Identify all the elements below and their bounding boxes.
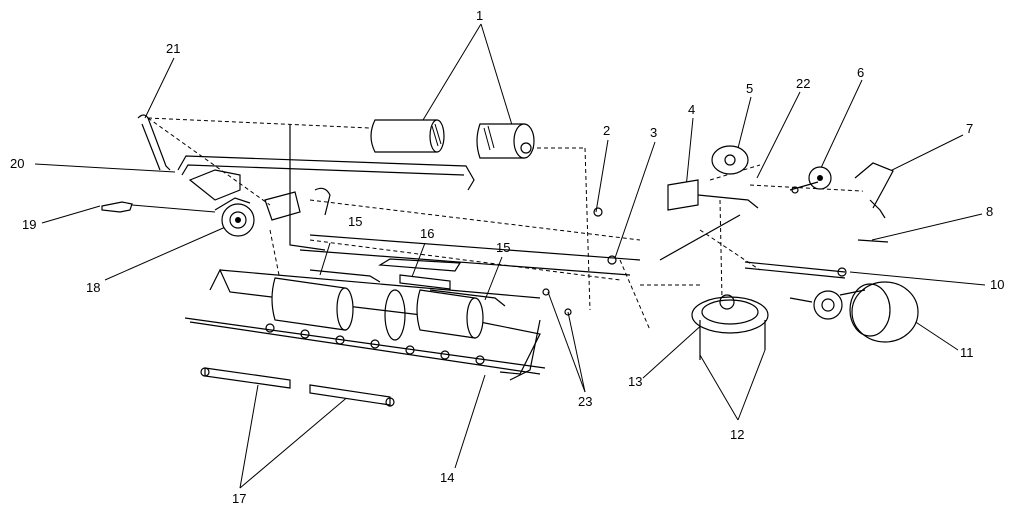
callout-4: 4 (688, 102, 695, 117)
shaft-part-10 (744, 261, 847, 279)
callout-10: 10 (990, 277, 1004, 292)
callout-16: 16 (420, 226, 434, 241)
rod-part-17-left (200, 367, 291, 389)
pulley-part-13 (691, 294, 769, 360)
callout-7: 7 (966, 121, 973, 136)
callout-17: 17 (232, 491, 246, 506)
callout-2: 2 (603, 123, 610, 138)
motor-part-11 (789, 281, 919, 343)
callout-5: 5 (746, 81, 753, 96)
callout-6: 6 (857, 65, 864, 80)
callout-12: 12 (730, 427, 744, 442)
callout-23: 23 (578, 394, 592, 409)
leader-lines (34, 23, 986, 489)
callout-1: 1 (476, 8, 483, 23)
pin-part-19 (101, 201, 216, 213)
callout-15-right: 15 (496, 240, 510, 255)
callout-21: 21 (166, 41, 180, 56)
roller-part-15-left (271, 269, 381, 331)
tray-part-14 (184, 268, 546, 381)
alignment-lines (147, 117, 881, 331)
callout-22: 22 (796, 76, 810, 91)
gear-part-6 (789, 166, 832, 194)
callout-11: 11 (960, 345, 974, 360)
rod-part-17-right (309, 384, 395, 407)
callout-18: 18 (86, 280, 100, 295)
callout-8: 8 (986, 204, 993, 219)
callout-labels: 1 2 3 4 5 6 7 8 10 11 12 13 14 15 15 16 … (10, 8, 1004, 506)
pin-part-8 (857, 239, 889, 243)
callout-19: 19 (22, 217, 36, 232)
callout-15-left: 15 (348, 214, 362, 229)
callout-13: 13 (628, 374, 642, 389)
rod-part-21 (137, 114, 171, 171)
callout-20: 20 (10, 156, 24, 171)
rod-part-20 (177, 155, 475, 191)
pulley-part-18 (214, 197, 255, 237)
bracket-part-4 (659, 179, 759, 261)
roller-part-15-right (416, 289, 506, 339)
spring-part-16 (384, 274, 451, 341)
cylinder-part-1-right (476, 123, 535, 159)
screws-part-23 (542, 207, 617, 316)
callout-14: 14 (440, 470, 454, 485)
gear-part-5 (711, 145, 749, 175)
chassis-rails (219, 234, 641, 299)
callout-3: 3 (650, 125, 657, 140)
frame-bracket (188, 125, 331, 251)
cylinder-part-1-left (370, 119, 445, 153)
lever-part-7 (854, 162, 894, 219)
